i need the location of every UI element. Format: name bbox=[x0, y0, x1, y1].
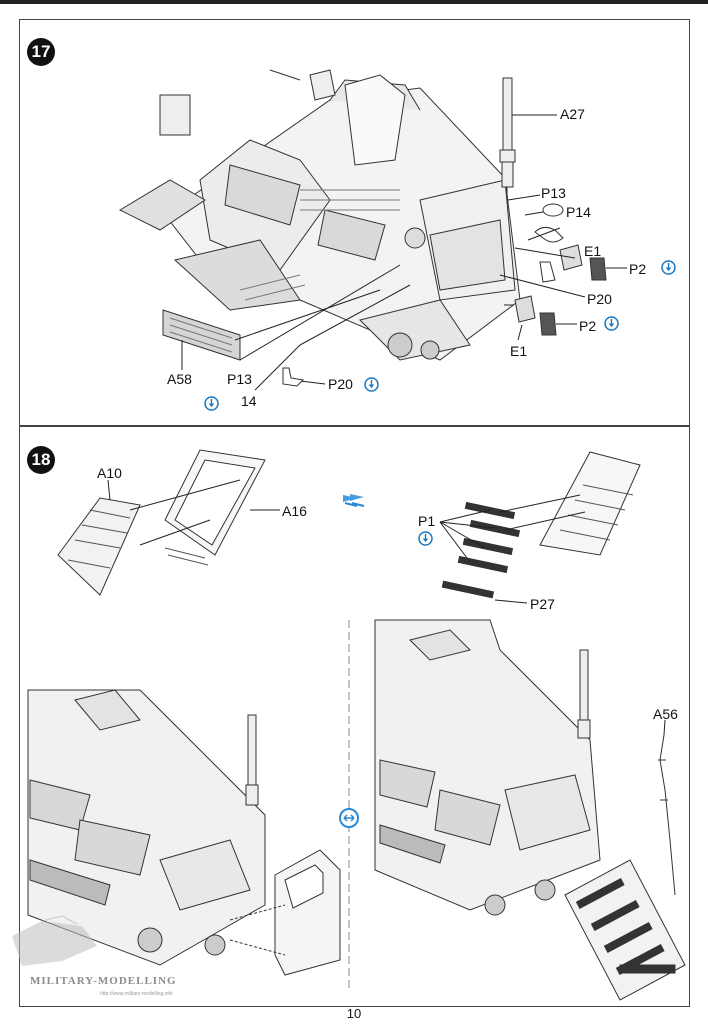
step18-vehicle-right bbox=[374, 619, 601, 916]
leaders-17-right bbox=[499, 194, 627, 341]
dashed-guide-left bbox=[229, 904, 286, 921]
antenna-right bbox=[577, 649, 591, 739]
leaders-18-top-left bbox=[107, 479, 280, 546]
label-a16: A16 bbox=[282, 503, 307, 519]
info-drop-icon bbox=[661, 260, 676, 275]
label-p14: P14 bbox=[566, 204, 591, 220]
label-p27: P27 bbox=[530, 596, 555, 612]
part-e1-p2-bottom bbox=[514, 295, 557, 336]
label-p13-right: P13 bbox=[541, 185, 566, 201]
cable-a56 bbox=[658, 734, 676, 896]
leaders-17-left bbox=[181, 264, 411, 391]
label-e1-bottom: E1 bbox=[510, 343, 528, 359]
label-p20-left: P20 bbox=[328, 376, 353, 392]
ladder-a10 bbox=[57, 497, 141, 596]
label-14: 14 bbox=[241, 393, 257, 409]
label-p1: P1 bbox=[418, 513, 436, 529]
step17-vehicle bbox=[118, 69, 521, 361]
leaders-p1 bbox=[439, 494, 586, 604]
label-a56: A56 bbox=[653, 706, 678, 722]
label-e1-top: E1 bbox=[584, 243, 602, 259]
label-p2-top: P2 bbox=[629, 261, 647, 277]
info-drop-icon bbox=[418, 531, 433, 546]
blue-step-arrow bbox=[343, 494, 365, 507]
top-rule bbox=[0, 0, 708, 4]
option-icon bbox=[339, 808, 359, 828]
label-a10: A10 bbox=[97, 465, 122, 481]
step-17-badge: 17 bbox=[27, 38, 55, 66]
frame-with-treads bbox=[539, 451, 641, 556]
watermark-text: MILITARY-MODELLING bbox=[30, 975, 177, 987]
label-a58: A58 bbox=[167, 371, 192, 387]
watermark-url: http://www.military-modelling.info bbox=[100, 991, 173, 997]
info-drop-icon bbox=[204, 396, 219, 411]
ladder-right bbox=[564, 859, 686, 1001]
antenna-a27 bbox=[499, 77, 516, 200]
info-drop-icon bbox=[364, 377, 379, 392]
grille-a58 bbox=[162, 309, 241, 361]
page-number: 10 bbox=[346, 1006, 362, 1021]
antenna-left bbox=[245, 714, 259, 806]
label-p20-right: P20 bbox=[587, 291, 612, 307]
label-a27: A27 bbox=[560, 106, 585, 122]
label-p2-bottom: P2 bbox=[579, 318, 597, 334]
step18-vehicle-left bbox=[27, 689, 266, 966]
step-18-panel bbox=[19, 425, 690, 1007]
door-panel-left bbox=[274, 849, 341, 976]
parts-p13-p14 bbox=[534, 203, 564, 283]
step-18-badge: 18 bbox=[27, 446, 55, 474]
part-p20-left bbox=[282, 367, 305, 387]
tread-p27 bbox=[441, 580, 495, 599]
label-p13-left: P13 bbox=[227, 371, 252, 387]
watermark-logo bbox=[12, 915, 97, 966]
info-drop-icon bbox=[604, 316, 619, 331]
